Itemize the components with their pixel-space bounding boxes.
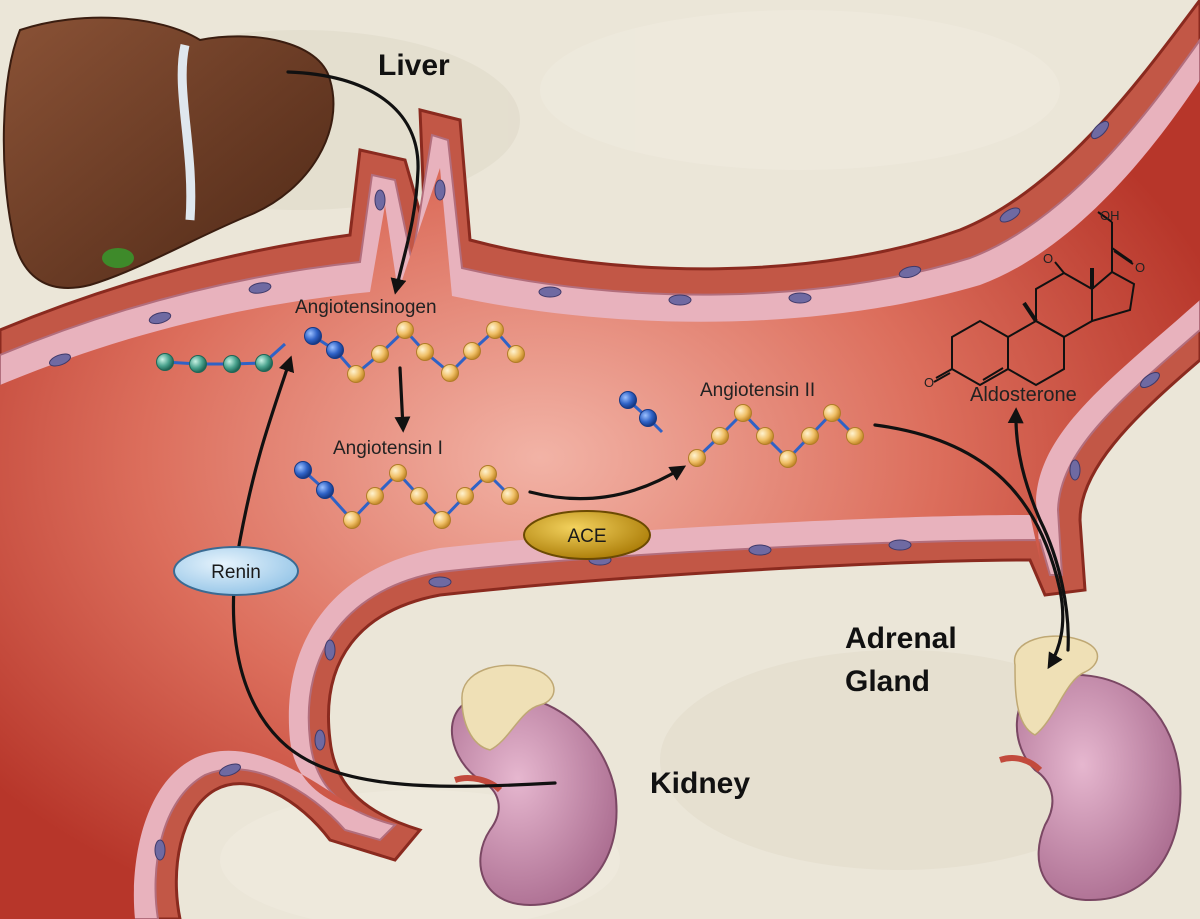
angiotensin-ii-chain-bead-3 (734, 404, 752, 422)
adrenal-left (461, 664, 555, 751)
angiotensinogen-chain-bead-9 (486, 321, 504, 339)
liver-ligament (177, 44, 196, 221)
angiotensin-i-chain-bead-10 (501, 487, 519, 505)
renin-cleaved-fragment-chain (156, 342, 287, 373)
aldosterone-label: Aldosterone (970, 384, 1077, 406)
cleaved-dipeptide-chain (619, 391, 664, 434)
steroid-ring-d (1091, 270, 1136, 323)
aldosterone-structure (933, 211, 1136, 387)
angiotensinogen-chain-bead-7 (441, 364, 459, 382)
angiotensin-ii-chain-bead-6 (801, 427, 819, 445)
arrow-angiotensin-ii-to-adrenal (873, 423, 1065, 670)
arrow-kidney-renin (231, 355, 557, 788)
angiotensin-ii-label: Angiotensin II (700, 380, 815, 401)
angiotensin-i-chain-bead-6 (410, 487, 428, 505)
angiotensinogen-chain-bead-5 (396, 321, 414, 339)
angiotensin-ii-chain-bead-2 (711, 427, 729, 445)
angiotensinogen-chain-bead-10 (507, 345, 525, 363)
kidney-left (451, 664, 618, 907)
arrow-angiotensinogen-to-angiotensin-i (394, 366, 411, 433)
angiotensin-i-chain-bead-3 (343, 511, 361, 529)
structure-oxygen-aldehyde: O (1043, 251, 1053, 266)
endothelial-nuclei (49, 120, 1160, 861)
adrenal-gland-label-line1: Adrenal (845, 622, 957, 655)
arrow-adrenal-to-aldosterone (1007, 407, 1070, 652)
angiotensinogen-chain-bead-1 (304, 327, 322, 345)
renin-cleaved-fragment-chain-bead-4 (255, 354, 273, 372)
structure-oxygen-left: O (924, 375, 934, 390)
angiotensin-i-label: Angiotensin I (333, 438, 443, 459)
structure-oxygen-side: O (1135, 260, 1145, 275)
arrow-ace-conversion (528, 465, 687, 501)
angiotensin-i-chain-bead-5 (389, 464, 407, 482)
renin-enzyme: Renin (173, 546, 299, 596)
angiotensinogen-chain-bead-2 (326, 341, 344, 359)
angiotensin-i-chain-bead-9 (479, 465, 497, 483)
angiotensin-ii-chain-bead-7 (823, 404, 841, 422)
angiotensin-i-chain-bead-2 (316, 481, 334, 499)
kidney-label: Kidney (650, 767, 750, 800)
angiotensinogen-label: Angiotensinogen (295, 297, 437, 318)
angiotensin-ii-chain-bead-1 (688, 449, 706, 467)
angiotensin-i-chain-bond (301, 468, 512, 523)
angiotensinogen-chain-bead-4 (371, 345, 389, 363)
liver-shape (2, 16, 335, 289)
pathway-arrows (231, 70, 1070, 788)
renin-cleaved-fragment-chain-bead-3 (223, 355, 241, 373)
angiotensinogen-chain-bead-3 (347, 365, 365, 383)
vessel-lumen (0, 80, 1200, 919)
angiotensinogen-chain-bond (312, 327, 518, 377)
angiotensinogen-chain-bead-6 (416, 343, 434, 361)
molecule-chains (156, 321, 864, 529)
angiotensin-i-chain-bead-8 (456, 487, 474, 505)
renin-label: Renin (211, 562, 261, 583)
angiotensin-i-chain (294, 461, 519, 529)
kidney-right (999, 635, 1182, 902)
angiotensin-i-chain-bead-1 (294, 461, 312, 479)
angiotensinogen-chain-bead-8 (463, 342, 481, 360)
angiotensinogen-chain (304, 321, 525, 383)
angiotensin-i-chain-bead-4 (366, 487, 384, 505)
ace-label: ACE (567, 526, 606, 547)
renin-cleaved-fragment-chain-bead-2 (189, 355, 207, 373)
adrenal-right (1014, 635, 1099, 736)
angiotensin-ii-chain-bead-8 (846, 427, 864, 445)
renin-cleaved-fragment-chain-bead-1 (156, 353, 174, 371)
gallbladder (102, 248, 134, 268)
angiotensin-ii-chain-bead-4 (756, 427, 774, 445)
angiotensin-ii-chain-bead-5 (779, 450, 797, 468)
angiotensin-ii-chain (688, 404, 864, 468)
angiotensin-i-chain-bead-7 (433, 511, 451, 529)
structure-hydroxyl-label: OH (1100, 208, 1120, 223)
cleaved-dipeptide-chain-bead-2 (639, 409, 657, 427)
liver-label: Liver (378, 49, 450, 82)
liver (2, 16, 335, 289)
arrow-liver-to-angiotensinogen (286, 70, 420, 295)
adrenal-gland-label-line2: Gland (845, 665, 930, 698)
ace-enzyme: ACE (523, 510, 651, 560)
cleaved-dipeptide-chain-bead-1 (619, 391, 637, 409)
